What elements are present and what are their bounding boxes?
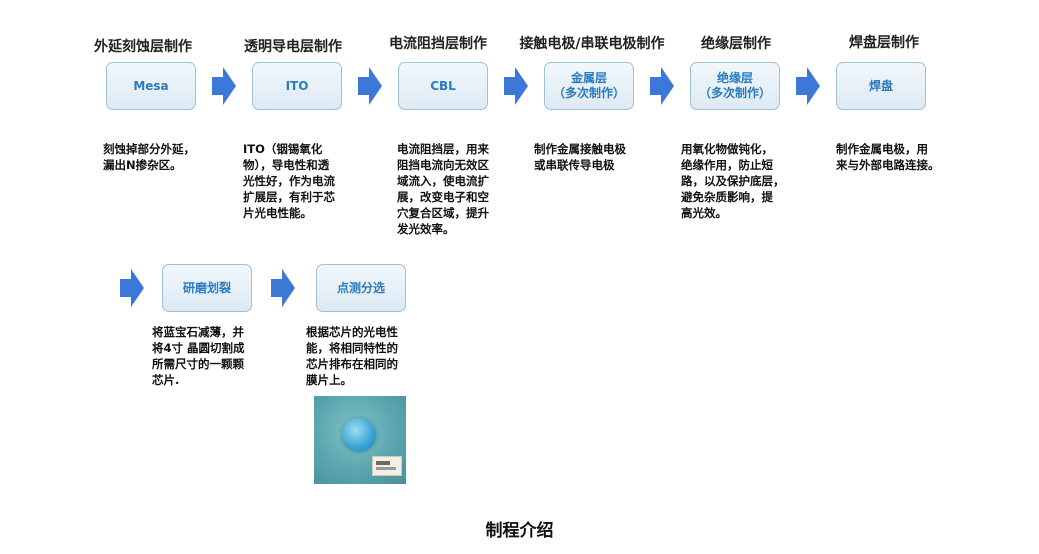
step-title-cbl: 电流阻挡层制作 xyxy=(389,36,487,52)
flow-arrow-icon xyxy=(212,67,236,105)
box-label-line: 绝缘层 xyxy=(716,71,753,85)
desc-line: 膜片上。 xyxy=(306,373,352,387)
step-title-mesa: 外延刻蚀层制作 xyxy=(94,39,192,55)
box-label-line: 金属层 xyxy=(570,71,607,85)
desc-line: 避免杂质影响，提 xyxy=(681,190,773,204)
box-label-line: CBL xyxy=(430,78,456,93)
step-box-sorting: 点测分选 xyxy=(316,264,406,312)
desc-line: 制作金属接触电极 xyxy=(534,142,626,156)
desc-line: 高光效。 xyxy=(681,206,727,220)
desc-line: ITO（铟锡氧化 xyxy=(243,142,323,156)
wafer-photo xyxy=(314,396,406,484)
box-label-line: （多次制作） xyxy=(552,86,625,100)
wafer-disc xyxy=(342,418,376,452)
step-box-mesa: Mesa xyxy=(106,62,196,110)
box-label-line: Mesa xyxy=(133,78,169,93)
step-box-pad: 焊盘 xyxy=(836,62,926,110)
flow-arrow-icon xyxy=(358,67,382,105)
box-label-line: 点测分选 xyxy=(336,280,385,295)
step-box-cbl: CBL xyxy=(398,62,488,110)
desc-line: 或串联传导电极 xyxy=(534,158,615,172)
flow-arrow-icon xyxy=(120,269,144,307)
box-label-line: 焊盘 xyxy=(868,78,893,93)
step-desc-grinding: 将蓝宝石减薄，并 将4寸 晶圆切割成 所需尺寸的一颗颗 芯片. xyxy=(152,324,245,388)
desc-line: 芯片. xyxy=(152,373,180,387)
step-title-ito: 透明导电层制作 xyxy=(244,39,342,55)
box-label-line: 研磨划裂 xyxy=(182,280,231,295)
desc-line: 阻挡电流向无效区 xyxy=(397,158,489,172)
step-box-grinding: 研磨划裂 xyxy=(162,264,252,312)
diagram-caption: 制程介绍 xyxy=(485,521,554,541)
step-title-metal: 接触电极/串联电极制作 xyxy=(519,36,665,52)
step-desc-sorting: 根据芯片的光电性 能，将相同特性的 芯片排布在相同的 膜片上。 xyxy=(306,324,398,388)
step-box-ito: ITO xyxy=(252,62,342,110)
flow-arrow-icon xyxy=(271,269,295,307)
desc-line: 芯片排布在相同的 xyxy=(306,357,398,371)
step-desc-mesa: 刻蚀掉部分外延， 漏出N掺杂区。 xyxy=(103,141,195,173)
desc-line: 用氧化物做钝化， xyxy=(681,142,773,156)
desc-line: 路，以及保护底层， xyxy=(681,174,785,188)
step-box-insulation: 绝缘层 （多次制作） xyxy=(690,62,780,110)
desc-line: 物），导电性和透 xyxy=(243,158,330,172)
desc-line: 所需尺寸的一颗颗 xyxy=(152,357,244,371)
desc-line: 将4寸 晶圆切割成 xyxy=(152,341,245,355)
step-desc-ito: ITO（铟锡氧化 物），导电性和透 光性好，作为电流 扩展层，有利于芯 片光电性… xyxy=(243,141,335,221)
flow-arrow-icon xyxy=(796,67,820,105)
desc-line: 穴复合区域，提升 xyxy=(397,206,489,220)
desc-line: 能，将相同特性的 xyxy=(306,341,398,355)
flow-arrow-icon xyxy=(650,67,674,105)
desc-line: 域流入，使电流扩 xyxy=(397,174,489,188)
desc-line: 制作金属电极，用 xyxy=(836,142,928,156)
desc-line: 光性好，作为电流 xyxy=(243,174,335,188)
step-desc-insulation: 用氧化物做钝化， 绝缘作用，防止短 路，以及保护底层， 避免杂质影响，提 高光效… xyxy=(681,141,785,221)
step-title-pad: 焊盘层制作 xyxy=(849,35,919,51)
desc-line: 根据芯片的光电性 xyxy=(306,325,398,339)
desc-line: 将蓝宝石减薄，并 xyxy=(152,325,244,339)
box-label-line: （多次制作） xyxy=(698,86,771,100)
step-desc-pad: 制作金属电极，用 来与外部电路连接。 xyxy=(836,141,940,173)
step-desc-cbl: 电流阻挡层，用来 阻挡电流向无效区 域流入，使电流扩 展，改变电子和空 穴复合区… xyxy=(397,141,489,237)
wafer-label-sticker xyxy=(372,456,402,476)
desc-line: 刻蚀掉部分外延， xyxy=(103,142,195,156)
desc-line: 漏出N掺杂区。 xyxy=(103,158,182,172)
desc-line: 展，改变电子和空 xyxy=(397,190,489,204)
desc-line: 来与外部电路连接。 xyxy=(836,158,940,172)
flow-arrow-icon xyxy=(504,67,528,105)
step-desc-metal: 制作金属接触电极 或串联传导电极 xyxy=(534,141,626,173)
desc-line: 扩展层，有利于芯 xyxy=(243,190,335,204)
desc-line: 绝缘作用，防止短 xyxy=(681,158,773,172)
desc-line: 电流阻挡层，用来 xyxy=(397,142,489,156)
desc-line: 发光效率。 xyxy=(397,222,455,236)
step-title-insulation: 绝缘层制作 xyxy=(701,36,771,52)
desc-line: 片光电性能。 xyxy=(243,206,312,220)
box-label-line: ITO xyxy=(285,78,309,93)
step-box-metal: 金属层 （多次制作） xyxy=(544,62,634,110)
